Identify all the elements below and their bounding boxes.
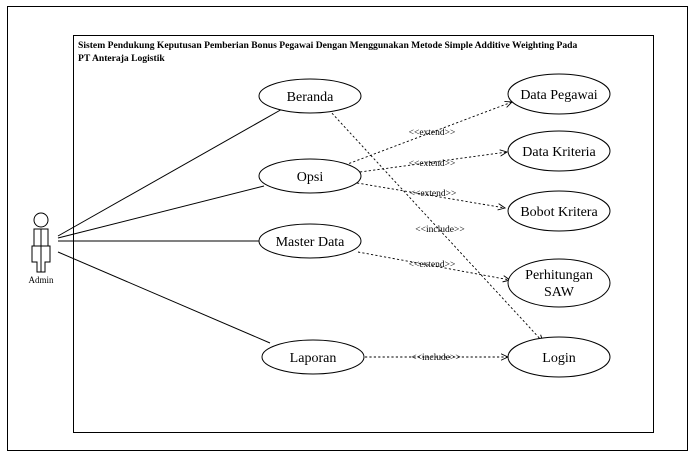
use-case-master-data[interactable]: Master Data [258, 223, 362, 259]
include-label-beranda-login: <<include>> [415, 225, 464, 235]
extend-label-bobot-kritera: <<extend>> [410, 189, 457, 199]
use-case-beranda[interactable]: Beranda [258, 78, 362, 114]
actor-admin[interactable]: Admin [28, 212, 54, 285]
use-case-bobot-kritera-label: Bobot Kritera [520, 205, 598, 220]
extend-line-data-pegawai [344, 102, 512, 166]
use-case-data-kriteria-label: Data Kriteria [522, 145, 596, 160]
use-case-beranda-label: Beranda [287, 90, 334, 105]
stick-figure-actor-icon [31, 212, 51, 273]
use-case-opsi[interactable]: Opsi [258, 158, 362, 194]
association-laporan [57, 251, 271, 344]
include-label-laporan-login: <<include>> [411, 353, 460, 363]
diagram-title-line-1: Sistem Pendukung Keputusan Pemberian Bon… [78, 40, 578, 51]
extend-label-perhitungan: <<extend>> [409, 260, 456, 270]
association-opsi [57, 185, 265, 239]
extend-label-data-pegawai: <<extend>> [409, 128, 456, 138]
extend-line-data-kriteria [359, 152, 507, 173]
actor-label: Admin [28, 275, 54, 285]
association-beranda [57, 107, 285, 237]
use-case-bobot-kritera[interactable]: Bobot Kritera [507, 190, 611, 232]
diagram-title-line-2: PT Anteraja Logistik [78, 53, 165, 64]
use-case-laporan[interactable]: Laporan [261, 339, 365, 375]
use-case-perhitungan-label-line-2: SAW [544, 285, 575, 300]
extend-line-bobot-kritera [356, 182, 505, 208]
use-case-laporan-label: Laporan [290, 351, 337, 366]
use-case-data-pegawai-label: Data Pegawai [520, 88, 597, 103]
use-case-data-pegawai[interactable]: Data Pegawai [507, 73, 611, 115]
use-case-login-label: Login [542, 351, 575, 366]
use-case-perhitungan-label-line-1: Perhitungan [525, 268, 593, 283]
use-case-opsi-label: Opsi [297, 170, 324, 185]
extend-line-perhitungan [357, 251, 510, 280]
extend-label-data-kriteria: <<extend>> [409, 159, 456, 169]
use-case-perhitungan-saw[interactable]: Perhitungan SAW [507, 258, 611, 308]
use-case-login[interactable]: Login [507, 336, 611, 378]
use-case-master-data-label: Master Data [276, 235, 346, 250]
use-case-data-kriteria[interactable]: Data Kriteria [507, 130, 611, 172]
